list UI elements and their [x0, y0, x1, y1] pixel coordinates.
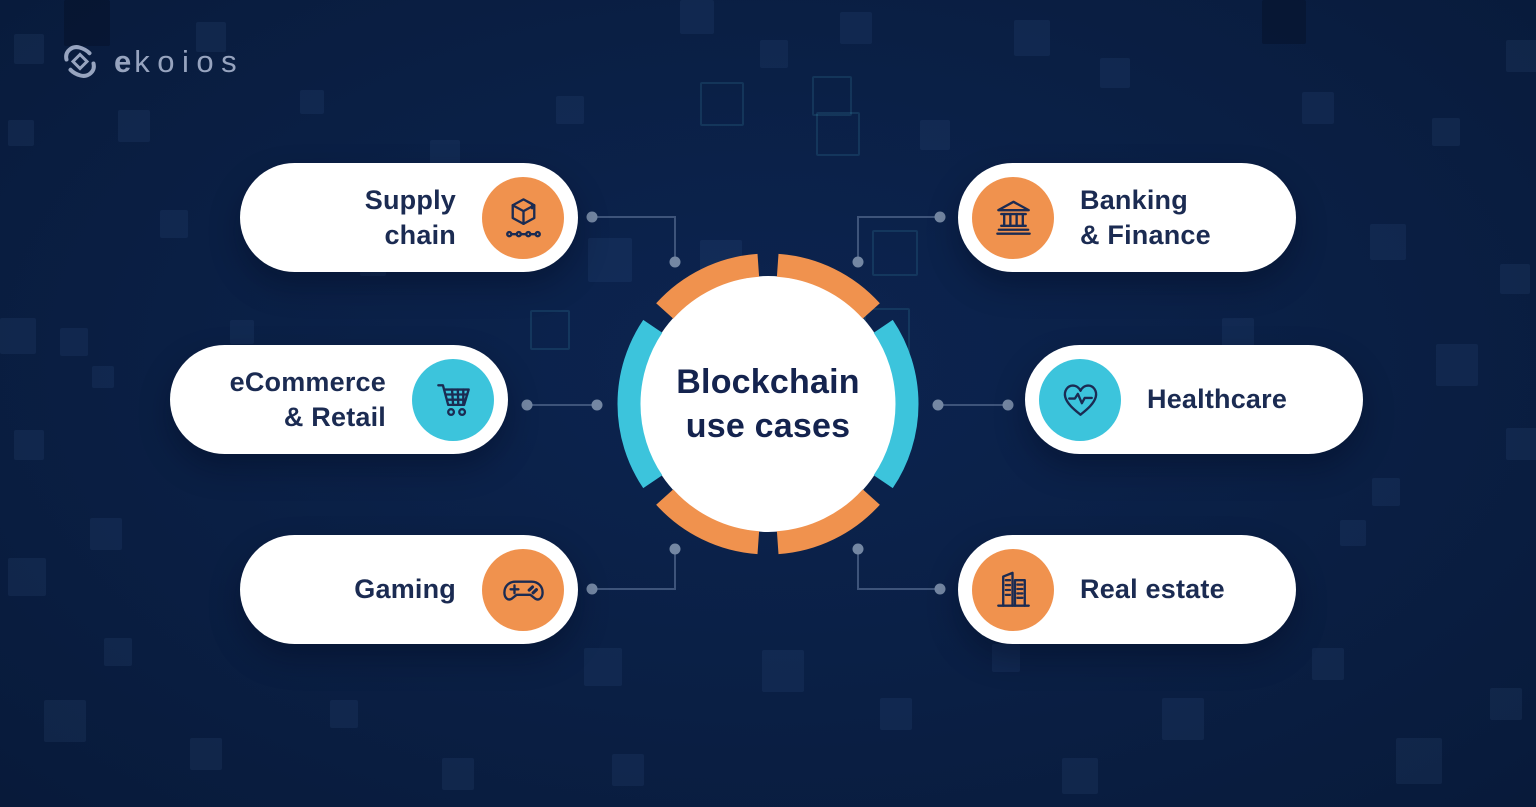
bg-square: [1340, 520, 1366, 546]
bg-square: [762, 650, 804, 692]
cart-icon: [436, 384, 470, 417]
bg-square: [556, 96, 584, 124]
bg-square: [680, 0, 714, 34]
ring-segment-orange: [776, 489, 880, 555]
logo-text-light: koios: [134, 44, 245, 79]
bg-square: [880, 698, 912, 730]
bg-square: [1262, 0, 1306, 44]
bg-square: [104, 638, 132, 666]
ring-segment-orange: [656, 489, 760, 555]
center-circle: Blockchain use cases: [608, 244, 928, 564]
bg-square: [1372, 478, 1400, 506]
bg-square: [1162, 698, 1204, 740]
card-icon-circle: [482, 548, 564, 631]
connector-dot: [586, 211, 598, 223]
bg-square: [90, 518, 122, 550]
bg-square: [1436, 344, 1478, 386]
bg-square: [816, 112, 860, 156]
bg-square: [530, 310, 570, 350]
bank-icon: [995, 200, 1031, 235]
bg-square: [812, 76, 852, 116]
card-real-estate: Real estate: [958, 535, 1296, 644]
card-label: Real estate: [1080, 574, 1225, 605]
bg-square: [442, 758, 474, 790]
card-icon-circle: [482, 176, 564, 259]
bg-square: [1490, 688, 1522, 720]
ring-segment-orange: [776, 253, 880, 319]
bg-square: [840, 12, 872, 44]
bg-square: [1506, 428, 1536, 460]
bg-square: [992, 644, 1020, 672]
connector-dot: [934, 211, 946, 223]
card-label: eCommerce & Retail: [229, 367, 386, 432]
ring-segment-orange: [656, 253, 760, 319]
card-label: Banking & Finance: [1080, 185, 1211, 250]
bg-square: [160, 210, 188, 238]
card-icon-circle: [972, 548, 1054, 631]
bg-square: [612, 754, 644, 786]
bg-square: [8, 558, 46, 596]
ekoios-logo-mark-icon: [64, 45, 96, 78]
card-ecommerce-retail: eCommerce & Retail: [170, 345, 508, 454]
bg-square: [14, 430, 44, 460]
bg-square: [44, 700, 86, 742]
connector-dot: [521, 399, 533, 411]
card-label: Healthcare: [1147, 384, 1288, 415]
logo-text-bold: e: [114, 44, 133, 79]
bg-square: [700, 82, 744, 126]
bg-square: [14, 34, 44, 64]
bg-square: [300, 90, 324, 114]
bg-square: [1370, 224, 1406, 260]
ring-svg: [617, 253, 919, 555]
card-supply-chain: Supply chain: [240, 163, 578, 272]
bg-square: [118, 110, 150, 142]
ring-segment-cyan: [617, 319, 663, 489]
card-icon-circle: [972, 176, 1054, 259]
gamepad-icon: [502, 580, 544, 601]
bg-square: [230, 320, 254, 344]
bg-square: [1302, 92, 1334, 124]
bg-square: [60, 328, 88, 356]
card-healthcare: Healthcare: [1025, 345, 1363, 454]
card-icon-circle: [412, 358, 494, 441]
ring-segment-cyan: [873, 319, 919, 489]
bg-square: [1396, 738, 1442, 784]
bg-square: [920, 120, 950, 150]
buildings-icon: [996, 571, 1030, 607]
connector-dot: [586, 583, 598, 595]
connector-dot: [1002, 399, 1014, 411]
card-icon-circle: [1039, 358, 1121, 441]
heart-pulse-icon: [1063, 384, 1097, 416]
bg-square: [1100, 58, 1130, 88]
bg-square: [330, 700, 358, 728]
bg-square: [190, 738, 222, 770]
bg-square: [1312, 648, 1344, 680]
bg-square: [1014, 20, 1050, 56]
bg-square: [1432, 118, 1460, 146]
bg-square: [92, 366, 114, 388]
bg-square: [584, 648, 622, 686]
connector-dot: [932, 399, 944, 411]
card-label: Gaming: [354, 574, 456, 605]
card-gaming: Gaming: [240, 535, 578, 644]
bg-square: [1506, 40, 1536, 72]
card-banking-finance: Banking & Finance: [958, 163, 1296, 272]
bg-square: [1062, 758, 1098, 794]
package-icon: [505, 198, 541, 238]
bg-square: [1500, 264, 1530, 294]
bg-square: [0, 318, 36, 354]
center-title: Blockchain use cases: [676, 362, 860, 445]
bg-square: [64, 0, 110, 46]
card-label: Supply chain: [364, 185, 456, 250]
connector-dot: [591, 399, 603, 411]
bg-square: [8, 120, 34, 146]
connector-dot: [934, 583, 946, 595]
bg-square: [760, 40, 788, 68]
